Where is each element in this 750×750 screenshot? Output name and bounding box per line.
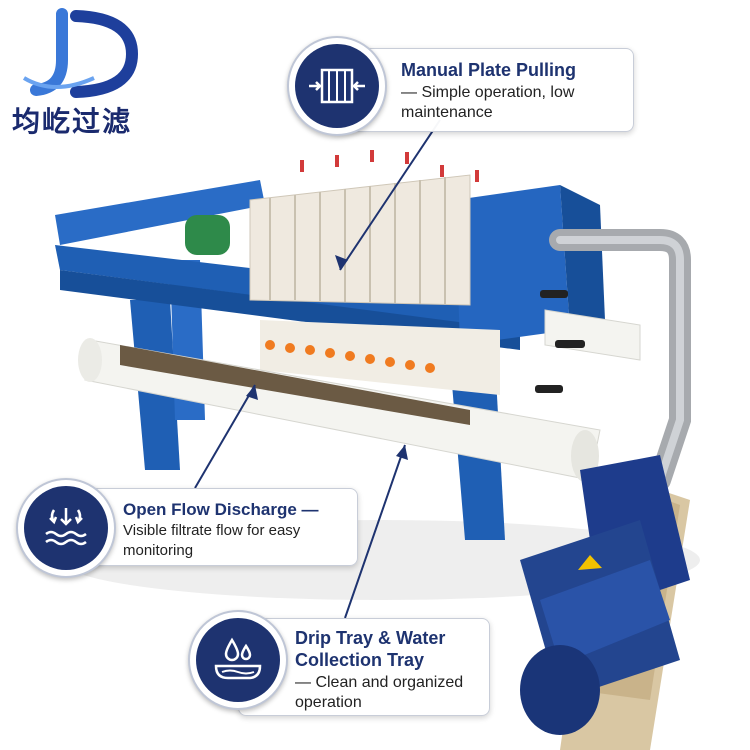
brand-logo-mark	[22, 8, 139, 98]
callout-body: — Clean and organized operation	[295, 674, 464, 711]
badge-flow	[16, 478, 116, 578]
badge-manual	[287, 36, 387, 136]
brand-name: 均屹过滤	[12, 105, 133, 138]
callout-body: Visible filtrate flow for easy monitorin…	[123, 522, 301, 559]
callout-title: Manual Plate Pulling	[401, 60, 577, 80]
callout-title: Open Flow Discharge —	[123, 500, 319, 519]
flow-discharge-icon	[45, 508, 87, 546]
water-drop-tray-icon	[214, 637, 262, 680]
badge-drip	[188, 610, 288, 710]
callout-title: Drip Tray & Water Collection Tray	[295, 628, 446, 670]
plate-press-icon	[309, 68, 365, 104]
callout-body: — Simple operation, low maintenance	[401, 84, 575, 121]
